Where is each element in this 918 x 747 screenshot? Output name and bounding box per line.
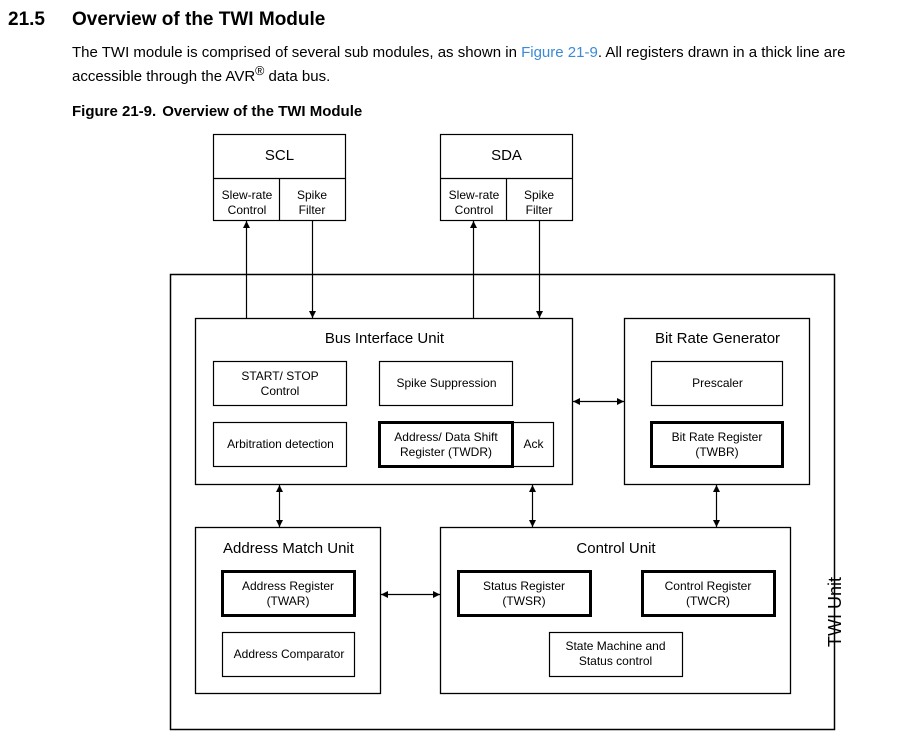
control-register-label: Control Register (TWCR) [664, 579, 752, 608]
sda-slew-rate-label: Slew-rate Control [448, 188, 500, 217]
control-unit-title: Control Unit [576, 540, 656, 557]
prescaler-label: Prescaler [692, 376, 743, 390]
status-register-box [457, 570, 592, 617]
bit-rate-register-label: Bit Rate Register (TWBR) [671, 430, 763, 459]
start-stop-label: START/ STOP Control [241, 369, 319, 398]
spike-suppression-box [378, 360, 514, 407]
scl-label: SCL [264, 147, 295, 164]
status-register-label: Status Register (TWSR) [482, 579, 566, 608]
figure-caption-number: Figure 21-9. [72, 103, 157, 120]
address-register-label: Address Register (TWAR) [241, 579, 335, 608]
bit-rate-generator-box [623, 317, 811, 486]
paragraph-text-start: The TWI module is comprised of several s… [72, 44, 522, 61]
sda-label: SDA [491, 147, 522, 164]
twi-unit-label: TWI Unit [825, 577, 845, 647]
figure-link[interactable]: Figure 21-9 [521, 44, 598, 61]
address-comparator-label: Address Comparator [233, 647, 345, 661]
state-machine-box [548, 631, 684, 678]
section-title: Overview of the TWI Module [72, 9, 326, 30]
registered-mark: ® [255, 64, 265, 78]
address-register-box [221, 570, 356, 617]
spike-suppression-label: Spike Suppression [396, 376, 497, 390]
bit-rate-register-box [650, 421, 784, 468]
bus-interface-unit-box [194, 317, 574, 486]
scl-spike-filter-label: Spike Filter [296, 188, 328, 217]
control-register-box [641, 570, 776, 617]
section-number: 21.5 [8, 9, 45, 30]
prescaler-box [650, 360, 784, 407]
figure-caption-title: Overview of the TWI Module [162, 103, 363, 120]
paragraph-text-end: data bus. [264, 68, 331, 85]
twi-unit-outline [169, 273, 836, 731]
shift-register-label: Address/ Data Shift Register (TWDR) [394, 430, 498, 459]
ack-label: Ack [523, 437, 544, 451]
bit-rate-generator-title: Bit Rate Generator [654, 330, 781, 347]
arbitration-box [212, 421, 348, 468]
address-comparator-box [221, 631, 356, 678]
ack-box [511, 421, 555, 468]
bus-interface-unit-title: Bus Interface Unit [324, 330, 445, 347]
start-stop-box [212, 360, 348, 407]
control-unit-box [439, 526, 792, 695]
figure-caption: Figure 21-9. Overview of the TWI Module [72, 103, 362, 120]
section-paragraph: The TWI module is comprised of several s… [72, 43, 902, 86]
arbitration-label: Arbitration detection [227, 437, 334, 451]
address-match-unit-title: Address Match Unit [223, 540, 354, 557]
state-machine-label: State Machine and Status control [565, 639, 666, 668]
scl-slew-rate-label: Slew-rate Control [221, 188, 273, 217]
sda-spike-filter-label: Spike Filter [523, 188, 555, 217]
paragraph-text-middle: . All registers drawn in a thick line ar… [72, 44, 846, 85]
address-match-unit-box [194, 526, 382, 695]
